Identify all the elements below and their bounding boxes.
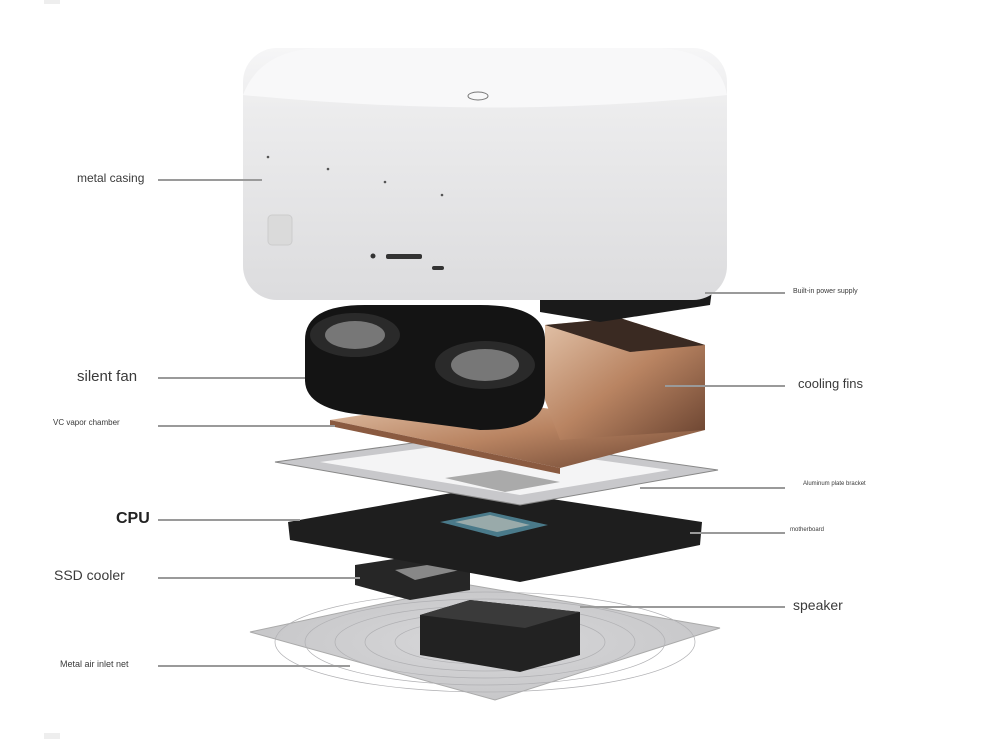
label-cpu: CPU [116, 510, 150, 527]
metal-casing-part [243, 48, 727, 300]
motherboard-part [288, 488, 702, 582]
label-silent-fan: silent fan [77, 368, 138, 385]
leader-line-speaker [580, 606, 785, 608]
frame-edge-bottom [44, 733, 60, 739]
leader-line-metal-casing [158, 179, 262, 181]
cooling-fins-part [545, 318, 705, 440]
speaker-part [420, 600, 580, 672]
leader-line-cooling-fins [665, 385, 785, 387]
label-aluminum-plate-bracket: Aluminum plate bracket [803, 481, 866, 487]
leader-line-aluminum-plate-bracket [640, 487, 785, 489]
label-motherboard: motherboard [790, 527, 825, 533]
aluminum-plate-bracket-part [274, 434, 719, 506]
label-speaker: speaker [793, 597, 843, 613]
leader-line-motherboard [690, 532, 785, 534]
label-vc-vapor-chamber: VC vapor chamber [53, 418, 120, 427]
frame-edge-top [44, 0, 60, 4]
leader-line-metal-air-inlet-net [158, 665, 350, 667]
label-ssd-cooler: SSD cooler [54, 567, 125, 583]
label-built-in-power-supply: Built-in power supply [793, 288, 858, 295]
leader-line-silent-fan [158, 377, 305, 379]
leader-line-cpu [158, 519, 300, 521]
label-cooling-fins: cooling fins [798, 376, 864, 391]
label-metal-casing: metal casing [77, 171, 145, 185]
leader-line-built-in-power-supply [705, 292, 785, 294]
silent-fan-part [305, 305, 545, 430]
leader-line-vc-vapor-chamber [158, 425, 335, 427]
leader-line-ssd-cooler [158, 577, 360, 579]
logo-icon [467, 91, 489, 101]
label-metal-air-inlet-net: Metal air inlet net [60, 659, 129, 669]
